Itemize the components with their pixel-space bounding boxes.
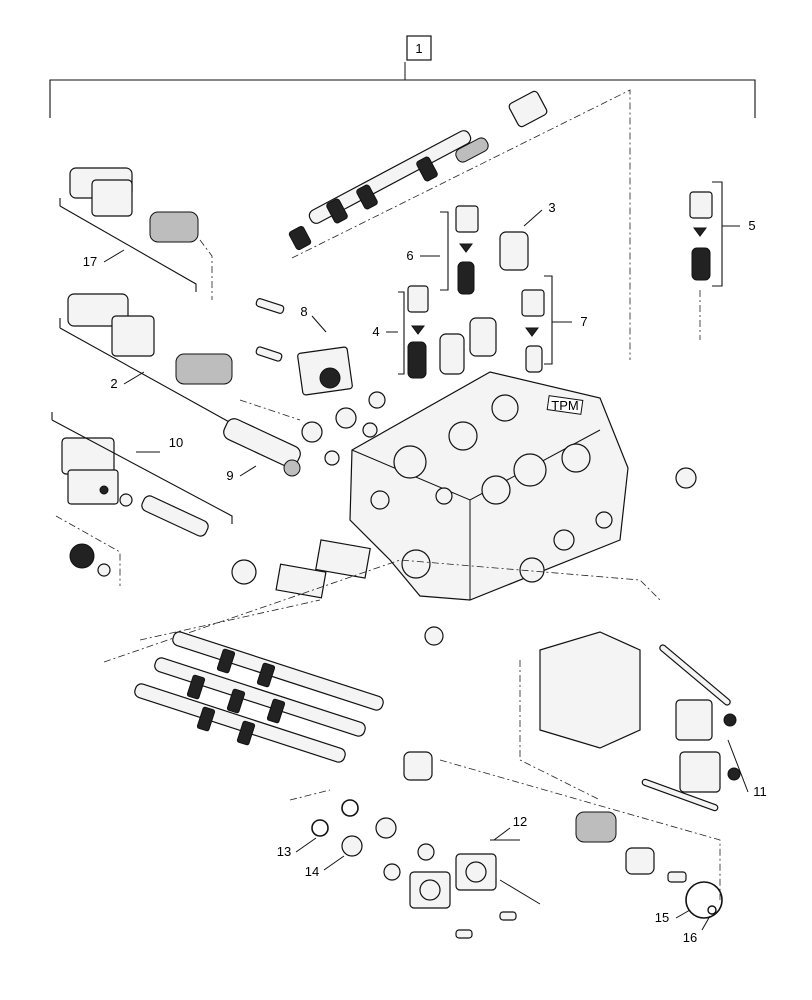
assembly-bracket bbox=[49, 35, 756, 118]
main-spool-top bbox=[288, 89, 631, 360]
callout-8: 8 bbox=[300, 304, 307, 319]
callout-9: 9 bbox=[226, 468, 233, 483]
nameplate bbox=[275, 539, 371, 599]
callout-16: 16 bbox=[683, 930, 697, 945]
callout-11: 11 bbox=[753, 784, 767, 799]
plug-right bbox=[675, 467, 697, 489]
relief-valve-3 bbox=[499, 231, 529, 271]
block-8 bbox=[255, 298, 386, 466]
actuator-assembly-17 bbox=[59, 167, 213, 300]
relief-valve-4 bbox=[398, 285, 497, 379]
callout-7: 7 bbox=[580, 314, 587, 329]
actuator-assembly-2 bbox=[59, 293, 301, 440]
callout-5: 5 bbox=[748, 218, 755, 233]
callout-2: 2 bbox=[110, 376, 117, 391]
relief-valve-6 bbox=[440, 205, 479, 295]
valve-body: TPM bbox=[349, 371, 629, 601]
solenoid-assembly-10 bbox=[51, 412, 233, 586]
callout-4: 4 bbox=[372, 324, 379, 339]
callout-17: 17 bbox=[83, 254, 97, 269]
lower-spools bbox=[103, 559, 661, 801]
callout-14: 14 bbox=[305, 864, 319, 879]
seal-16 bbox=[707, 905, 717, 915]
spring-kit bbox=[439, 759, 721, 900]
plug-left bbox=[231, 559, 257, 585]
relief-valve-7 bbox=[521, 275, 553, 373]
washer-14 bbox=[341, 817, 397, 857]
callout-10: 10 bbox=[169, 435, 183, 450]
snap-ring-15 bbox=[685, 881, 723, 919]
end-cap-12 bbox=[383, 839, 541, 939]
callout-6: 6 bbox=[406, 248, 413, 263]
callout-1: 1 bbox=[415, 41, 422, 56]
body-plate-text: TPM bbox=[551, 398, 578, 413]
plug-bottom bbox=[424, 626, 444, 646]
relief-valve-5 bbox=[689, 181, 723, 340]
callout-15: 15 bbox=[655, 910, 669, 925]
callout-13: 13 bbox=[277, 844, 291, 859]
snap-ring-13 bbox=[311, 799, 359, 837]
solenoid-block-11 bbox=[519, 631, 741, 812]
cartridge-9 bbox=[223, 418, 301, 477]
callout-3: 3 bbox=[548, 200, 555, 215]
callout-12: 12 bbox=[513, 814, 527, 829]
